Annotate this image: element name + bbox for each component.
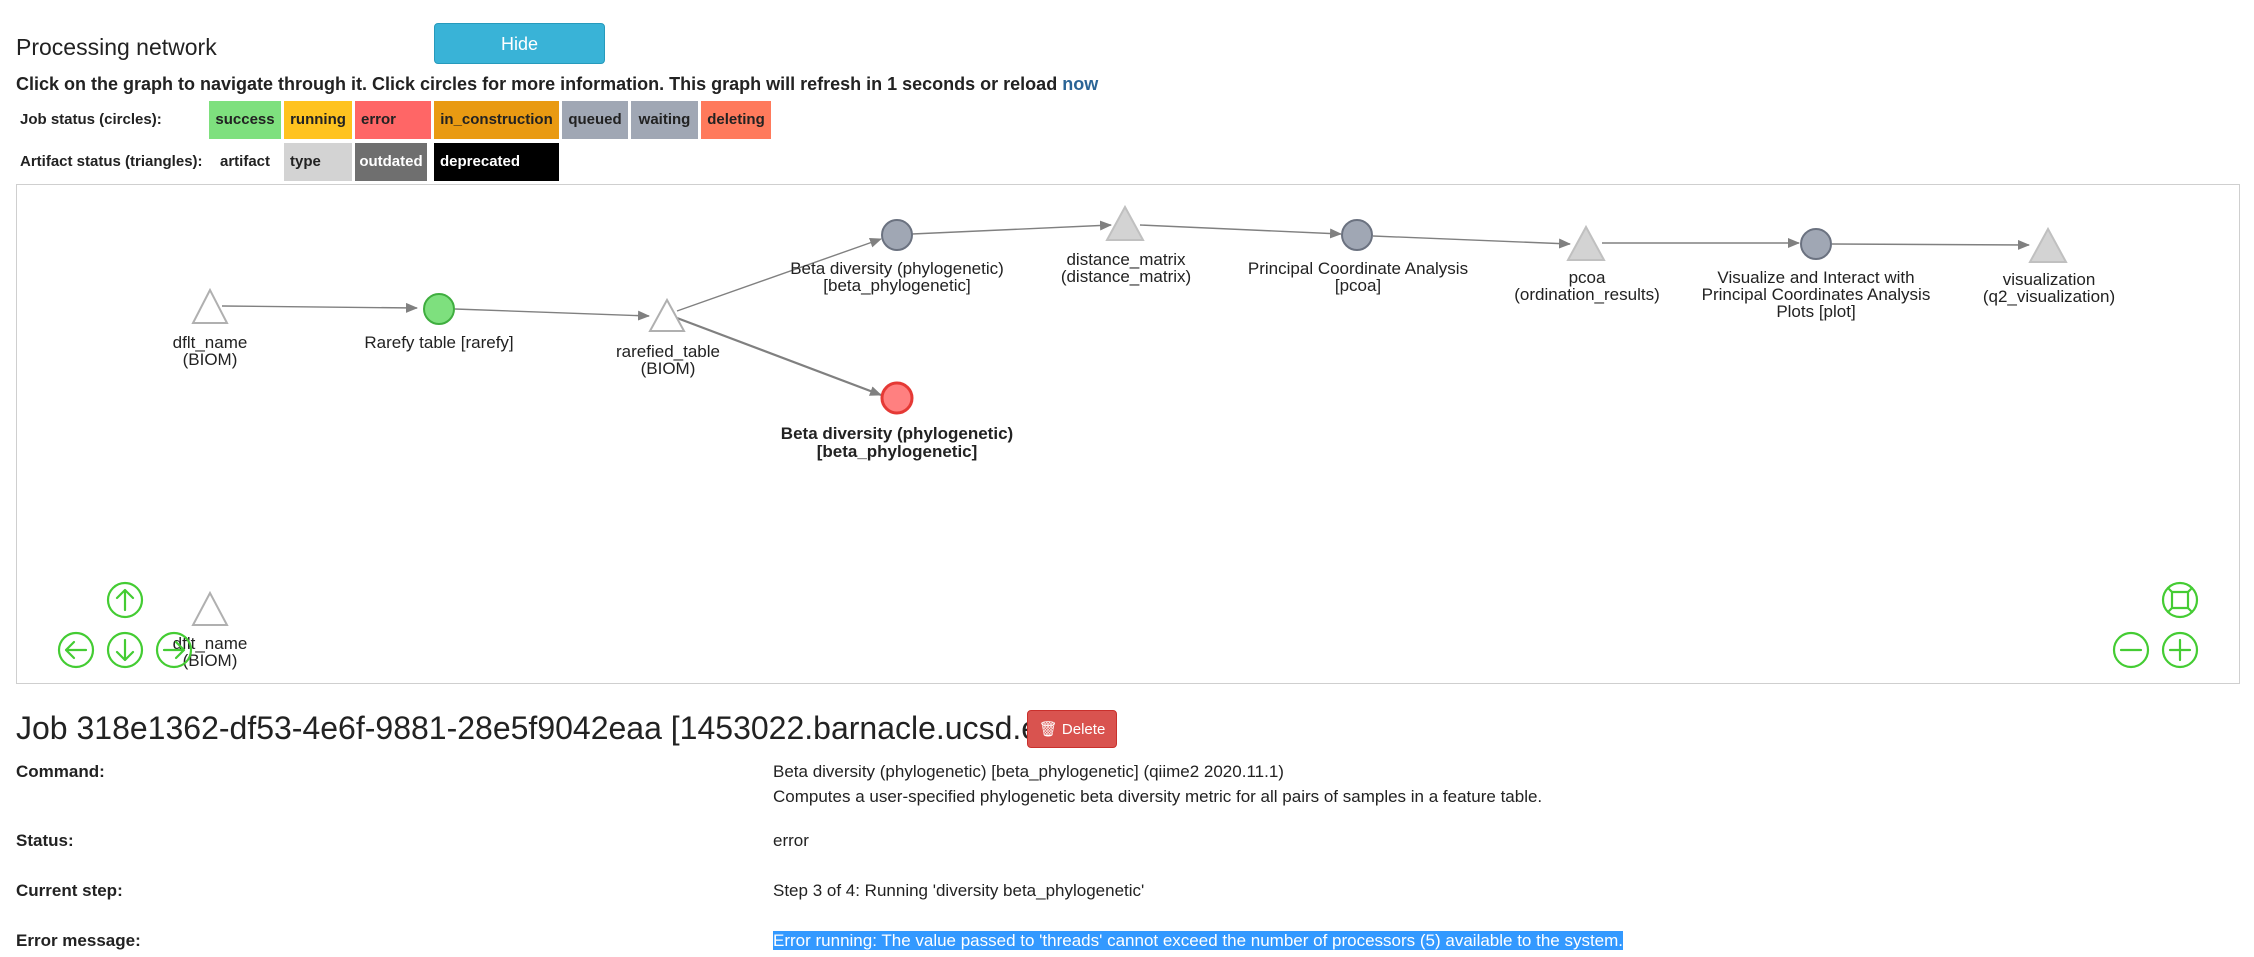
legend-deleting: deleting <box>701 101 771 139</box>
node-label-3: Plots [plot] <box>1776 302 1855 321</box>
artifact-node-dflt-name-2[interactable] <box>191 590 229 626</box>
node-sub-selected: [beta_phylogenetic] <box>817 442 978 461</box>
pan-right-icon[interactable] <box>155 631 193 669</box>
pan-left-icon[interactable] <box>57 631 95 669</box>
job-node-pcoa[interactable] <box>1341 219 1373 251</box>
pan-down-icon[interactable] <box>106 631 144 669</box>
trash-icon: 🗑 <box>1038 721 1058 738</box>
zoom-in-icon[interactable] <box>2161 631 2199 669</box>
legend-artifact: artifact <box>209 143 281 181</box>
error-message-label: Error message: <box>16 931 141 950</box>
legend-queued: queued <box>562 101 628 139</box>
page-title: Processing network <box>16 34 217 60</box>
zoom-out-icon[interactable] <box>2112 631 2150 669</box>
job-status-label: Job status (circles): <box>20 111 162 128</box>
command-description: Computes a user-specified phylogenetic b… <box>773 787 1543 806</box>
delete-button[interactable]: 🗑 Delete <box>1027 710 1117 748</box>
artifact-status-label: Artifact status (triangles): <box>20 153 203 170</box>
command-value: Beta diversity (phylogenetic) [beta_phyl… <box>773 762 1284 781</box>
legend-deprecated: deprecated <box>434 143 559 181</box>
error-message-text: Error running: The value passed to 'thre… <box>773 931 1624 950</box>
legend-success: success <box>209 101 281 139</box>
current-step-label: Current step: <box>16 881 123 900</box>
artifact-node-rarefied-table[interactable] <box>648 297 686 332</box>
job-node-rarefy[interactable] <box>423 293 455 325</box>
artifact-node-distance-matrix[interactable] <box>1105 204 1145 241</box>
legend-waiting: waiting <box>631 101 698 139</box>
node-type: (q2_visualization) <box>1983 287 2115 306</box>
node-label-selected: Beta diversity (phylogenetic) <box>781 424 1013 443</box>
artifact-node-visualization[interactable] <box>2028 226 2068 263</box>
network-graph[interactable]: dflt_name (BIOM) Rarefy table [rarefy] r… <box>16 184 2240 684</box>
reload-now-link[interactable]: now <box>1062 74 1099 94</box>
edge-pcoajob-pcoa <box>1372 235 1571 249</box>
artifact-node-pcoa[interactable] <box>1566 224 1606 261</box>
node-label: Rarefy table [rarefy] <box>364 333 513 352</box>
legend-in-construction: in_construction <box>434 101 559 139</box>
edge-rarefied-beta2 <box>676 316 882 397</box>
job-title: Job 318e1362-df53-4e6f-9881-28e5f9042eaa… <box>16 710 1084 746</box>
node-type: (distance_matrix) <box>1061 267 1191 286</box>
status-value: error <box>773 831 809 850</box>
legend-type: type <box>284 143 352 181</box>
job-node-beta-diversity-1[interactable] <box>881 219 913 251</box>
legend-outdated: outdated <box>355 143 427 181</box>
status-label: Status: <box>16 831 74 850</box>
current-step-value: Step 3 of 4: Running 'diversity beta_phy… <box>773 881 1145 900</box>
node-sub: [pcoa] <box>1335 276 1381 295</box>
edge-rarefied-beta1 <box>676 237 882 312</box>
node-label: rarefied_table <box>616 342 720 361</box>
node-label: dflt_name <box>173 333 248 352</box>
edge-dflt-rarefy <box>221 302 418 313</box>
hide-button[interactable]: Hide <box>434 23 605 64</box>
node-type: (BIOM) <box>183 350 238 369</box>
artifact-node-dflt-name[interactable] <box>191 287 229 324</box>
node-type: (BIOM) <box>641 359 696 378</box>
node-label: Principal Coordinate Analysis <box>1248 259 1468 278</box>
node-label-2: Principal Coordinates Analysis <box>1702 285 1931 304</box>
job-status-legend: Job status (circles): success running er… <box>16 101 776 139</box>
job-node-beta-diversity-2[interactable] <box>880 381 914 415</box>
legend-running: running <box>284 101 352 139</box>
node-label: Visualize and Interact with <box>1717 268 1914 287</box>
edge-plotjob-visualization <box>1831 239 2030 250</box>
command-label: Command: <box>16 762 105 781</box>
delete-button-label: Delete <box>1061 721 1106 738</box>
node-sub: [beta_phylogenetic] <box>823 276 970 295</box>
node-label: distance_matrix <box>1066 250 1186 269</box>
node-type: (BIOM) <box>183 651 238 670</box>
pan-up-icon[interactable] <box>106 581 144 619</box>
error-message-value[interactable]: Error running: The value passed to 'thre… <box>773 931 1624 951</box>
legend-error: error <box>355 101 431 139</box>
artifact-status-legend: Artifact status (triangles): artifact ty… <box>16 143 576 181</box>
node-label: Beta diversity (phylogenetic) <box>790 259 1004 278</box>
instructions-text: Click on the graph to navigate through i… <box>16 74 1058 94</box>
node-label: pcoa <box>1569 268 1606 287</box>
graph-instructions: Click on the graph to navigate through i… <box>16 74 1098 95</box>
job-node-plot[interactable] <box>1800 228 1832 260</box>
node-label: visualization <box>2003 270 2096 289</box>
node-type: (ordination_results) <box>1514 285 1660 304</box>
edge-distance-pcoajob <box>1139 224 1342 239</box>
network-graph-canvas[interactable]: dflt_name (BIOM) Rarefy table [rarefy] r… <box>17 185 2240 684</box>
edge-rarefy-rarefied <box>454 308 650 321</box>
edge-beta1-distance <box>911 220 1112 235</box>
fit-view-icon[interactable] <box>2161 581 2199 619</box>
